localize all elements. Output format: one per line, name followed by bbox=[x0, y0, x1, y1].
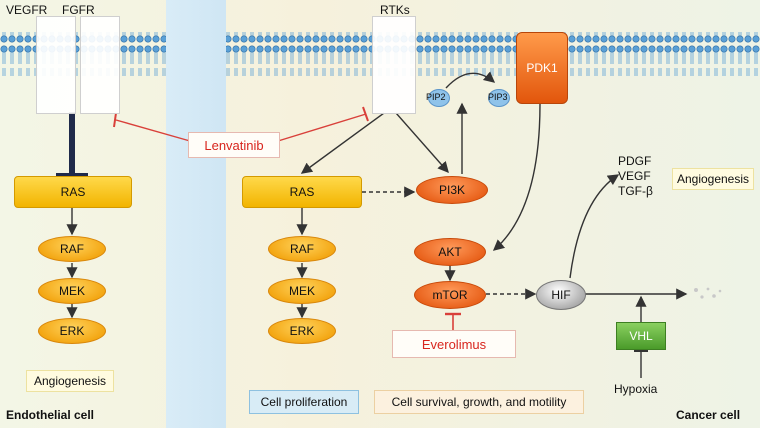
cancer-erk-node: ERK bbox=[268, 318, 336, 344]
degradation-fragments bbox=[694, 287, 722, 299]
endothelial-erk-node: ERK bbox=[38, 318, 106, 344]
fgfr-label: FGFR bbox=[62, 3, 95, 17]
cell-survival-box: Cell survival, growth, and motility bbox=[374, 390, 584, 414]
angiogenesis-left-box: Angiogenesis bbox=[26, 370, 114, 392]
intercellular-space bbox=[166, 0, 226, 428]
cancer-mek-node: MEK bbox=[268, 278, 336, 304]
cancer-membrane bbox=[226, 32, 760, 76]
fgfr-receptor bbox=[80, 16, 120, 114]
cancer-cell-label: Cancer cell bbox=[676, 408, 741, 422]
cancer-ras-node: RAS bbox=[242, 176, 362, 208]
endothelial-ras-node: RAS bbox=[14, 176, 132, 208]
pi3k-node: PI3K bbox=[416, 176, 488, 204]
cell-proliferation-box: Cell proliferation bbox=[249, 390, 359, 414]
vegfr-label: VEGFR bbox=[6, 3, 48, 17]
pip3-label: PIP3 bbox=[488, 92, 508, 102]
endothelial-mek-node: MEK bbox=[38, 278, 106, 304]
vhl-node: VHL bbox=[616, 322, 666, 350]
endothelial-cell-label: Endothelial cell bbox=[6, 408, 95, 422]
tgfb-label: TGF-β bbox=[618, 184, 653, 198]
lenvatinib-inhibit-vegfr bbox=[115, 119, 191, 142]
mtor-node: mTOR bbox=[414, 281, 486, 309]
lenvatinib-inhibit-rtk bbox=[277, 113, 367, 142]
everolimus-box: Everolimus bbox=[392, 330, 516, 358]
akt-node: AKT bbox=[414, 238, 486, 266]
vegfr-receptor bbox=[36, 16, 76, 114]
endothelial-raf-node: RAF bbox=[38, 236, 106, 262]
pip3-molecule bbox=[488, 89, 510, 107]
rtks-label: RTKs bbox=[380, 3, 410, 17]
cancer-raf-node: RAF bbox=[268, 236, 336, 262]
rtk-receptor bbox=[372, 16, 416, 114]
lenvatinib-box: Lenvatinib bbox=[188, 132, 280, 158]
pdgf-label: PDGF bbox=[618, 154, 652, 168]
angiogenesis-right-box: Angiogenesis bbox=[672, 168, 754, 190]
pdk1-node: PDK1 bbox=[516, 32, 568, 104]
pip2-molecule bbox=[428, 89, 450, 107]
vegf-label: VEGF bbox=[618, 169, 651, 183]
hif-node: HIF bbox=[536, 280, 586, 310]
pip2-label: PIP2 bbox=[426, 92, 446, 102]
hypoxia-label: Hypoxia bbox=[614, 382, 658, 396]
